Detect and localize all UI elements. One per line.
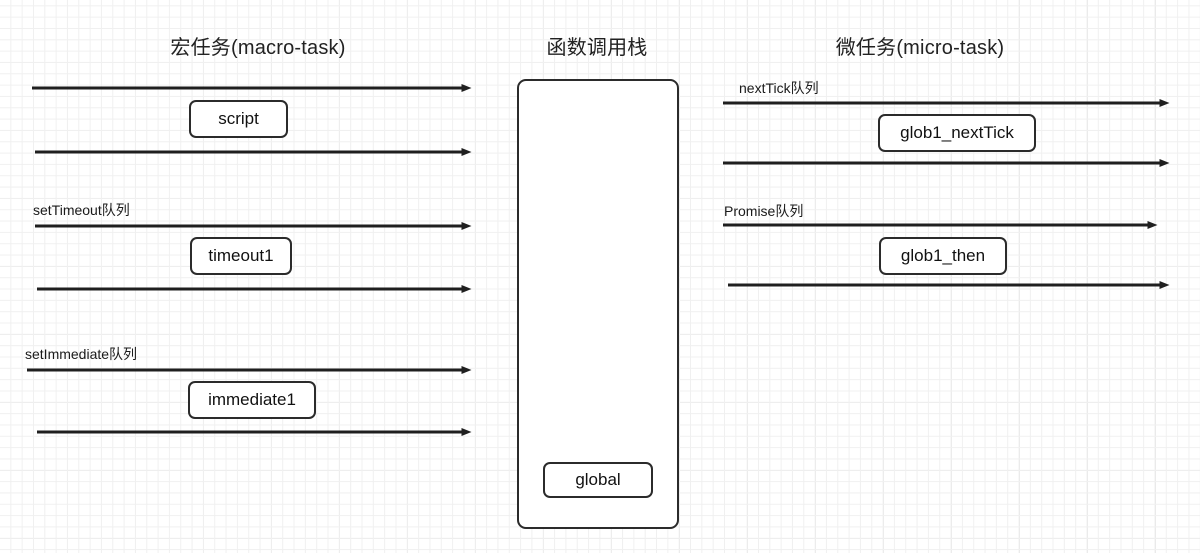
queue-label-settimeout: setTimeout队列: [33, 202, 130, 218]
task-box-glob1-then[interactable]: glob1_then: [879, 237, 1007, 275]
task-box-timeout1[interactable]: timeout1: [190, 237, 292, 275]
task-box-script[interactable]: script: [189, 100, 288, 138]
task-box-immediate1[interactable]: immediate1: [188, 381, 316, 419]
stack-frame-global[interactable]: global: [543, 462, 653, 498]
task-box-glob1-nexttick[interactable]: glob1_nextTick: [878, 114, 1036, 152]
queue-label-setimmediate: setImmediate队列: [25, 346, 138, 362]
queue-label-promise: Promise队列: [724, 203, 804, 219]
macro-task-heading: 宏任务(macro-task): [170, 37, 346, 59]
micro-task-heading: 微任务(micro-task): [835, 37, 1005, 59]
queue-label-nexttick: nextTick队列: [739, 80, 819, 96]
call-stack-heading: 函数调用栈: [546, 37, 648, 59]
call-stack-container: global: [517, 79, 679, 529]
